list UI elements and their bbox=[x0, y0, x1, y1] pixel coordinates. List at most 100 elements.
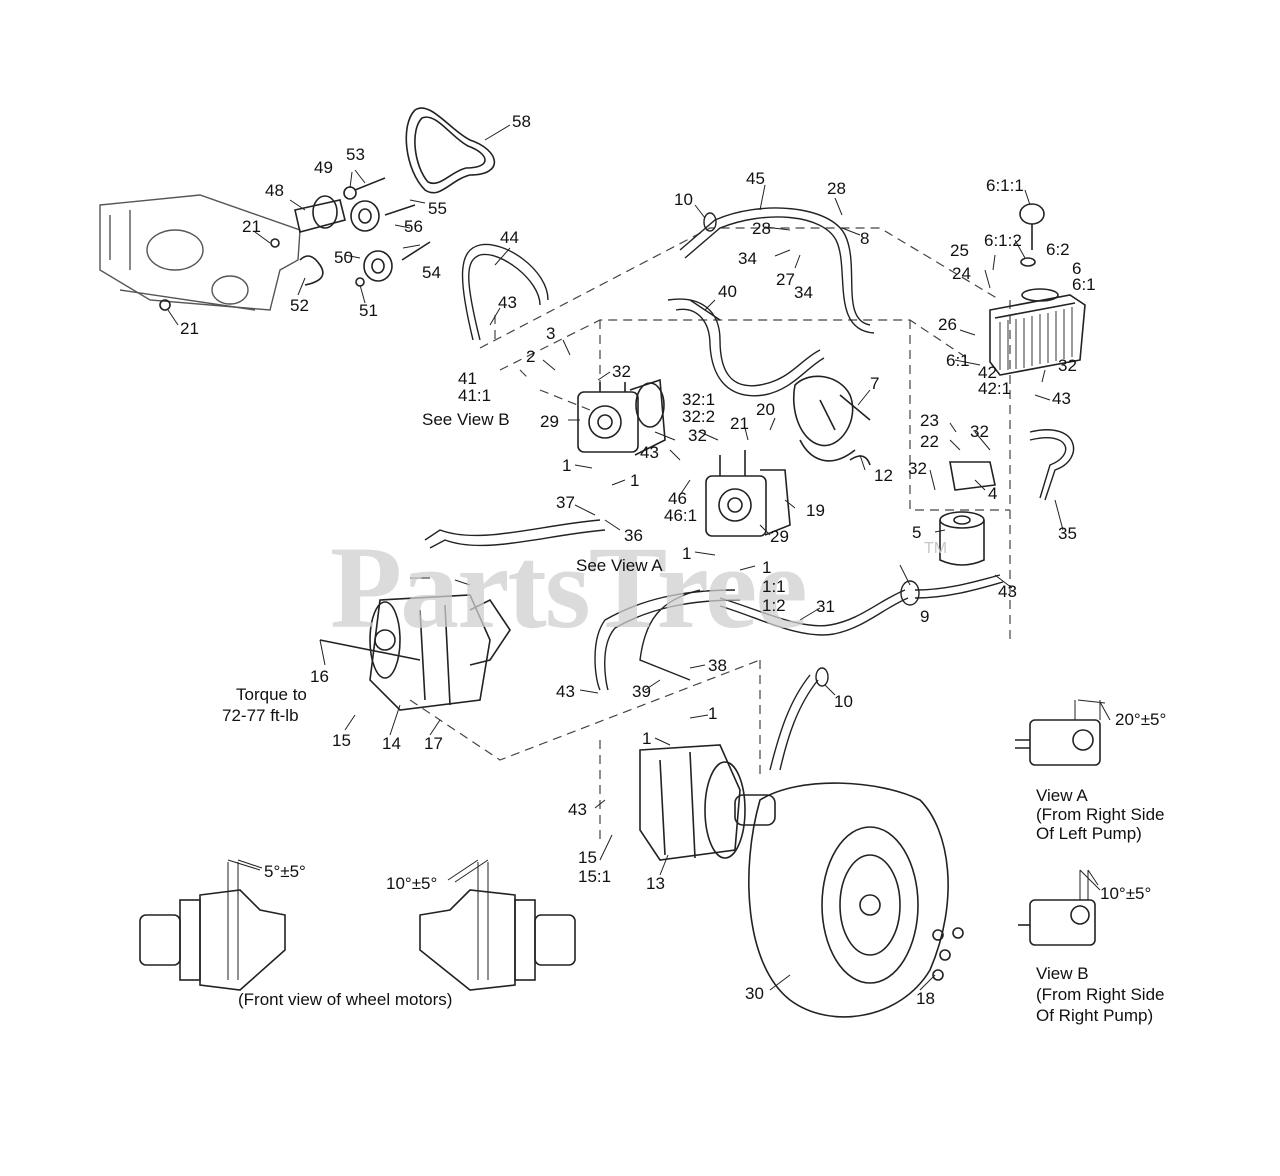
callout: 29 bbox=[540, 412, 559, 431]
callout: 15 bbox=[332, 731, 351, 750]
pump-belt-tensioner bbox=[793, 375, 871, 466]
callout: 1:2 bbox=[762, 596, 786, 615]
torque-note-line2: 72-77 ft-lb bbox=[222, 706, 299, 725]
idler-pulleys bbox=[159, 177, 431, 311]
callout: 6:1:2 bbox=[984, 231, 1022, 250]
callout: 51 bbox=[359, 301, 378, 320]
callout: 43 bbox=[498, 293, 517, 312]
callout: 45 bbox=[746, 169, 765, 188]
callout: 6:1:1 bbox=[986, 176, 1024, 195]
hose-35 bbox=[1029, 429, 1075, 501]
callout: 43 bbox=[998, 582, 1017, 601]
callout: 50 bbox=[334, 248, 353, 267]
hoses-36-37-31 bbox=[424, 519, 1004, 771]
callout: 9 bbox=[920, 607, 930, 626]
callout: 18 bbox=[916, 989, 935, 1008]
view-b-pump bbox=[1018, 870, 1096, 946]
see-view-b-note: See View B bbox=[422, 410, 510, 429]
callout: 36 bbox=[624, 526, 643, 545]
see-view-a-note: See View A bbox=[576, 556, 663, 575]
callout: 10 bbox=[834, 692, 853, 711]
callout: 32 bbox=[612, 362, 631, 381]
callout: 49 bbox=[314, 158, 333, 177]
callout: 23 bbox=[920, 411, 939, 430]
callout: 46 bbox=[668, 489, 687, 508]
callout: 37 bbox=[556, 493, 575, 512]
view-a-pump bbox=[1015, 700, 1101, 766]
callout: 25 bbox=[950, 241, 969, 260]
callout: 17 bbox=[424, 734, 443, 753]
callout: 54 bbox=[422, 263, 441, 282]
callout: 26 bbox=[938, 315, 957, 334]
drive-wheel bbox=[748, 782, 964, 1018]
callout: 15:1 bbox=[578, 867, 612, 886]
callout: 16 bbox=[310, 667, 329, 686]
wheel-motor-left bbox=[319, 594, 511, 711]
callout: 1 bbox=[562, 456, 572, 475]
hydraulic-pump-right bbox=[705, 450, 791, 537]
callout: 38 bbox=[708, 656, 727, 675]
view-b-title: View B bbox=[1036, 964, 1089, 983]
callout: 3 bbox=[546, 324, 556, 343]
callout: 32:2 bbox=[682, 407, 716, 426]
view-a-subtitle-1: (From Right Side bbox=[1036, 805, 1165, 824]
callout: 52 bbox=[290, 296, 309, 315]
callout: 46:1 bbox=[664, 506, 698, 525]
view-b-subtitle-2: Of Right Pump) bbox=[1036, 1006, 1154, 1025]
angle-10-label: 10°±5° bbox=[386, 874, 438, 893]
callout: 32 bbox=[688, 426, 707, 445]
callout: 43 bbox=[568, 800, 587, 819]
callout: 34 bbox=[794, 283, 813, 302]
callout-leaders bbox=[167, 124, 1064, 991]
view-b-subtitle-1: (From Right Side bbox=[1036, 985, 1165, 1004]
callout: 6:1 bbox=[1072, 275, 1096, 294]
callout: 41:1 bbox=[458, 386, 492, 405]
callout: 41 bbox=[458, 369, 477, 388]
callout: 43 bbox=[556, 682, 575, 701]
callout: 2 bbox=[526, 347, 536, 366]
callout: 42 bbox=[978, 363, 997, 382]
callout: 28 bbox=[752, 219, 771, 238]
front-view-caption: (Front view of wheel motors) bbox=[238, 990, 453, 1009]
callout: 21 bbox=[242, 217, 261, 236]
hose-45 bbox=[679, 207, 875, 334]
frame-bracket bbox=[99, 194, 301, 311]
callout: 1 bbox=[630, 471, 640, 490]
callout: 32:1 bbox=[682, 390, 716, 409]
callout: 20 bbox=[756, 400, 775, 419]
callout: 8 bbox=[860, 229, 870, 248]
front-view-wheel-motors bbox=[139, 862, 576, 991]
callout: 24 bbox=[952, 264, 971, 283]
callout: 19 bbox=[806, 501, 825, 520]
callout: 58 bbox=[512, 112, 531, 131]
callout: 31 bbox=[816, 597, 835, 616]
callout: 35 bbox=[1058, 524, 1077, 543]
view-a-angle: 20°±5° bbox=[1115, 710, 1167, 729]
callout: 34 bbox=[738, 249, 757, 268]
watermark-tm: TM bbox=[924, 540, 948, 557]
callout: 39 bbox=[632, 682, 651, 701]
hydraulic-reservoir bbox=[989, 203, 1086, 376]
callout: 53 bbox=[346, 145, 365, 164]
callout: 32 bbox=[1058, 356, 1077, 375]
callout: 6:2 bbox=[1046, 240, 1070, 259]
callout: 43 bbox=[1052, 389, 1071, 408]
callout: 30 bbox=[745, 984, 764, 1003]
callout: 48 bbox=[265, 181, 284, 200]
view-a-subtitle-2: Of Left Pump) bbox=[1036, 824, 1142, 843]
callout: 42:1 bbox=[978, 379, 1012, 398]
callout: 32 bbox=[908, 459, 927, 478]
callout: 7 bbox=[870, 374, 880, 393]
callout: 14 bbox=[382, 734, 401, 753]
drive-belt bbox=[405, 107, 496, 194]
callout: 44 bbox=[500, 228, 519, 247]
watermark: PartsTree bbox=[330, 522, 808, 653]
callout: 12 bbox=[874, 466, 893, 485]
callout: 1 bbox=[642, 729, 652, 748]
callout: 6:1 bbox=[946, 351, 970, 370]
callout: 22 bbox=[920, 432, 939, 451]
wheel-motor-right bbox=[639, 744, 776, 861]
callout: 1 bbox=[708, 704, 718, 723]
view-b-angle: 10°±5° bbox=[1100, 884, 1152, 903]
